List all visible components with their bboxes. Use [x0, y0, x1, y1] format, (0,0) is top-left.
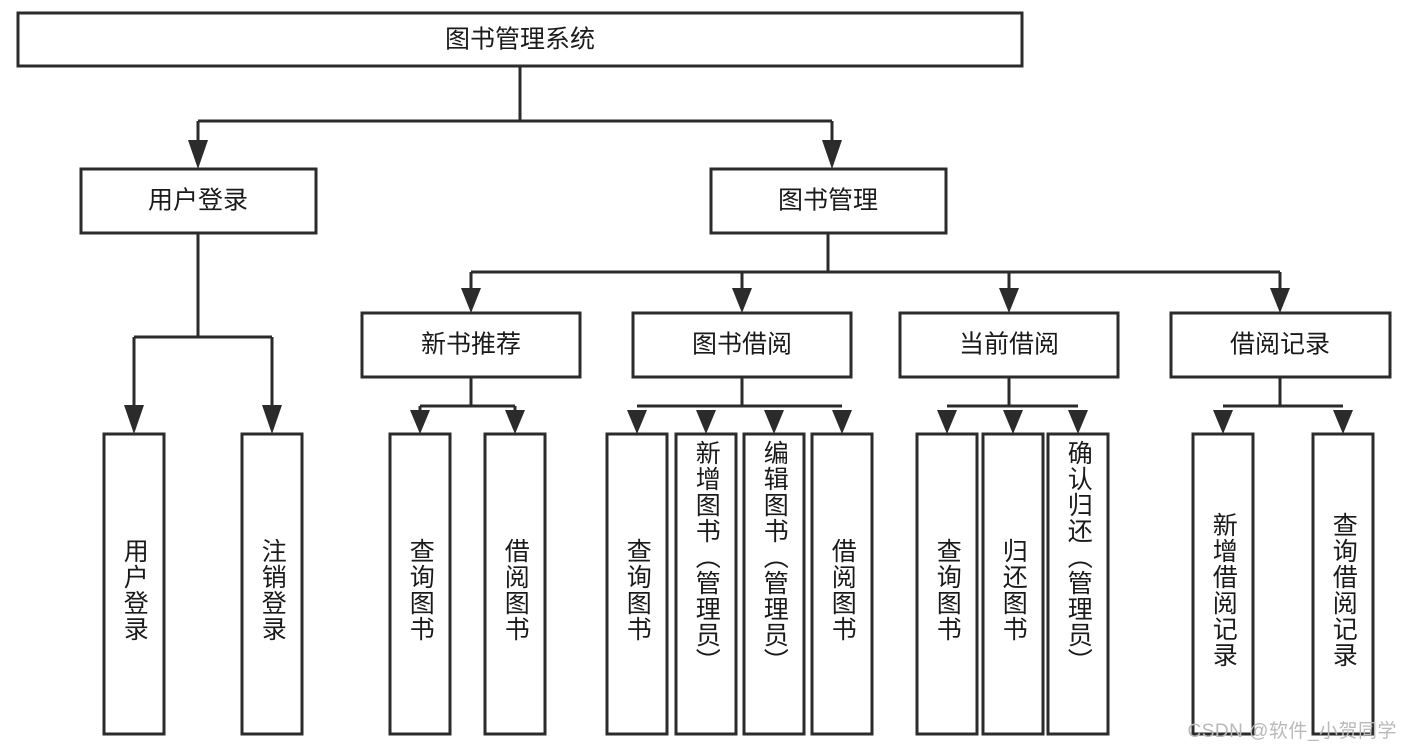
node-new-book-recommend-box[interactable]: [360, 311, 582, 379]
arrowhead-borrow-record: [1270, 288, 1290, 313]
node-user-login-box[interactable]: [79, 167, 318, 235]
node-leaf-borrow-book-1-box[interactable]: [483, 432, 547, 736]
node-user-login[interactable]: 用户登录: [79, 167, 318, 235]
csdn-watermark: CSDN @软件_小贺同学: [1187, 721, 1397, 742]
arrowhead-leaf-edit-book: [764, 410, 784, 434]
connector-root-to-level2: [188, 66, 842, 169]
node-leaf-add-book-box[interactable]: [674, 432, 738, 736]
connector-new-book-to-leaves: [410, 377, 525, 434]
arrowhead-leaf-add-book: [696, 410, 716, 434]
arrowhead-new-book-recommend: [461, 288, 481, 313]
node-leaf-confirm-return-box[interactable]: [1046, 432, 1110, 736]
connector-current-borrow-to-leaves: [937, 377, 1088, 434]
arrowhead-leaf-query-record: [1333, 410, 1353, 434]
node-borrow-record[interactable]: 借阅记录: [1169, 311, 1392, 379]
arrowhead-leaf-confirm-return: [1068, 410, 1088, 434]
node-book-management-label: 图书管理: [778, 187, 878, 215]
connector-user-login-to-leaves: [124, 233, 282, 434]
node-root-label: 图书管理系统: [445, 26, 595, 54]
arrowhead-leaf-return-book: [1003, 410, 1023, 434]
node-book-borrow-label: 图书借阅: [692, 331, 792, 359]
node-leaf-query-record-box[interactable]: [1311, 432, 1375, 736]
node-leaf-edit-book-box[interactable]: [742, 432, 806, 736]
node-borrow-record-box[interactable]: [1169, 311, 1392, 379]
arrowhead-book-borrow: [732, 288, 752, 313]
node-leaf-add-record-box[interactable]: [1191, 432, 1255, 736]
node-new-book-recommend[interactable]: 新书推荐: [360, 311, 582, 379]
arrowhead-leaf-logout: [262, 405, 282, 434]
node-leaf-logout-box[interactable]: [240, 432, 304, 736]
node-root[interactable]: 图书管理系统: [16, 11, 1024, 68]
node-leaf-query-book-1-box[interactable]: [388, 432, 452, 736]
arrowhead-leaf-query-book-1: [410, 410, 430, 434]
node-book-borrow-box[interactable]: [631, 311, 853, 379]
node-current-borrow[interactable]: 当前借阅: [898, 311, 1120, 379]
arrowhead-leaf-borrow-book-2: [832, 410, 852, 434]
arrowhead-current-borrow: [999, 288, 1019, 313]
node-borrow-record-label: 借阅记录: [1230, 331, 1330, 359]
node-leaf-user-login-box[interactable]: [102, 432, 166, 736]
connector-book-borrow-to-leaves: [627, 377, 852, 434]
node-leaf-borrow-book-2-box[interactable]: [810, 432, 874, 736]
arrowhead-leaf-user-login: [124, 405, 144, 434]
connector-borrow-record-to-leaves: [1213, 377, 1353, 434]
node-book-management-box[interactable]: [709, 167, 948, 235]
arrowhead-book-management: [822, 140, 842, 169]
node-root-box[interactable]: [16, 11, 1024, 68]
arrowhead-leaf-add-record: [1213, 410, 1233, 434]
node-current-borrow-box[interactable]: [898, 311, 1120, 379]
arrowhead-leaf-query-book-3: [937, 410, 957, 434]
node-leaf-return-book-box[interactable]: [981, 432, 1045, 736]
arrowhead-leaf-borrow-book-1: [505, 410, 525, 434]
node-leaf-query-book-2-box[interactable]: [605, 432, 669, 736]
node-new-book-recommend-label: 新书推荐: [421, 331, 521, 359]
arrowhead-user-login: [188, 140, 208, 169]
node-leaf-query-book-3-box[interactable]: [915, 432, 979, 736]
node-book-management[interactable]: 图书管理: [709, 167, 948, 235]
node-user-login-label: 用户登录: [148, 187, 248, 215]
node-book-borrow[interactable]: 图书借阅: [631, 311, 853, 379]
leaf-boxes: [102, 432, 1375, 736]
arrowhead-leaf-query-book-2: [627, 410, 647, 434]
connector-book-management-to-level3: [461, 233, 1290, 313]
node-current-borrow-label: 当前借阅: [959, 331, 1059, 359]
